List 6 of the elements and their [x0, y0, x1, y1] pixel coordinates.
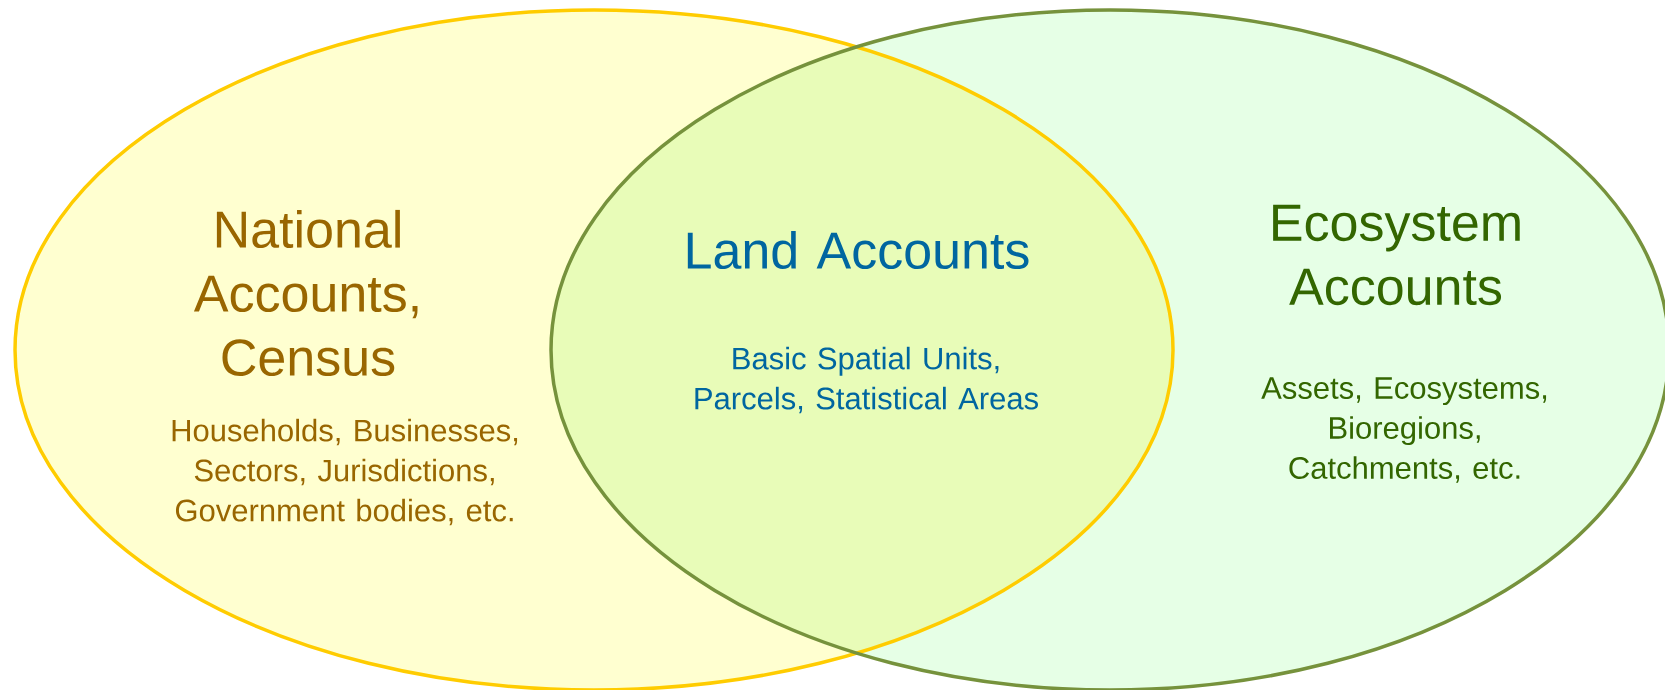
- body-text: Households, Businesses, Sectors, Jurisdictions, Government bodies, etc.: [172, 418, 518, 526]
- heading: National Accounts, Census: [193, 209, 418, 377]
- heading: Ecosystem Accounts: [1273, 204, 1520, 306]
- heading: Land Accounts: [687, 230, 1029, 270]
- body-text: Basic Spatial Units, Parcels, Statistical Areas: [695, 346, 1038, 414]
- body-text: Assets, Ecosystems, Bioregions, Catchments, etc.: [1261, 377, 1547, 483]
